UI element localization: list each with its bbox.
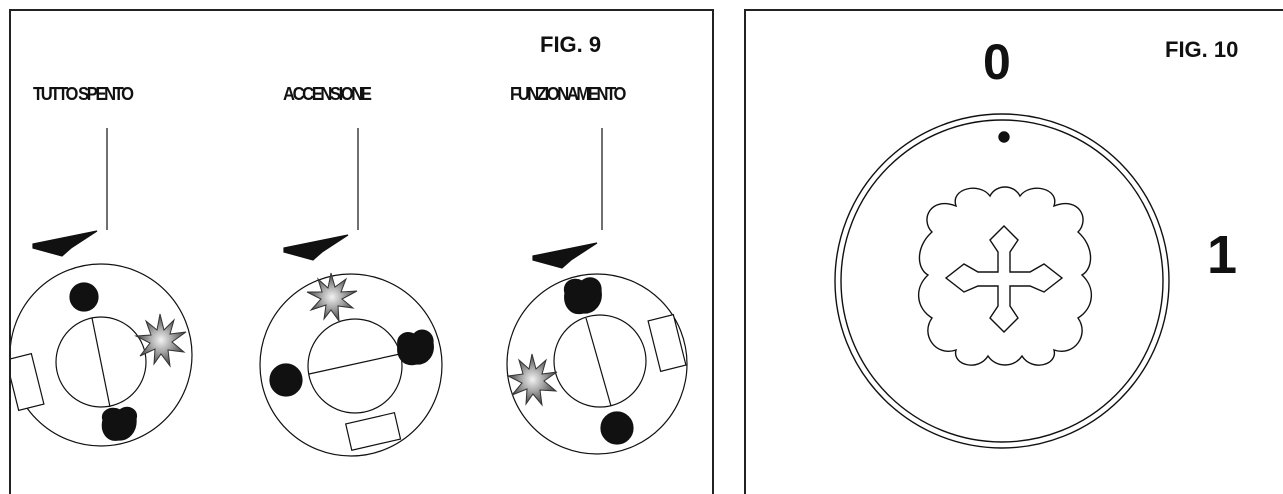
valve-knob-icon — [506, 273, 688, 455]
fig10-title: FIG. 10 — [1165, 37, 1239, 62]
cross-icon — [944, 225, 1064, 333]
flame-icon — [101, 406, 138, 441]
flame-icon — [397, 329, 434, 366]
position-on-label: 1 — [1207, 225, 1238, 285]
valve-knob-icon — [259, 273, 443, 457]
knob-inner-ring — [840, 119, 1164, 443]
knob-handle-outline — [918, 186, 1092, 366]
spark-icon — [306, 272, 358, 323]
flame-icon — [563, 277, 602, 315]
spark-icon — [134, 313, 187, 368]
fig9-title: FIG. 9 — [540, 32, 602, 57]
pointer-arrow-icon — [283, 234, 349, 261]
knob-outer-ring — [834, 113, 1170, 449]
mode-label-accensione: ACCENSIONE — [283, 84, 372, 104]
pointer-arrow-icon — [532, 242, 598, 269]
fig10-knob — [834, 113, 1170, 449]
pointer-arrow-icon — [32, 230, 98, 257]
mode-label-funzionamento: FUNZIONAMENTO — [510, 84, 626, 104]
fig10-panel — [744, 9, 1283, 494]
valve-knob-icon — [11, 263, 193, 447]
index-dot-icon — [998, 131, 1010, 143]
mode-label-tutto-spento: TUTTO SPENTO — [33, 84, 134, 104]
spark-icon — [506, 353, 558, 407]
position-off-label: 0 — [983, 34, 1011, 90]
